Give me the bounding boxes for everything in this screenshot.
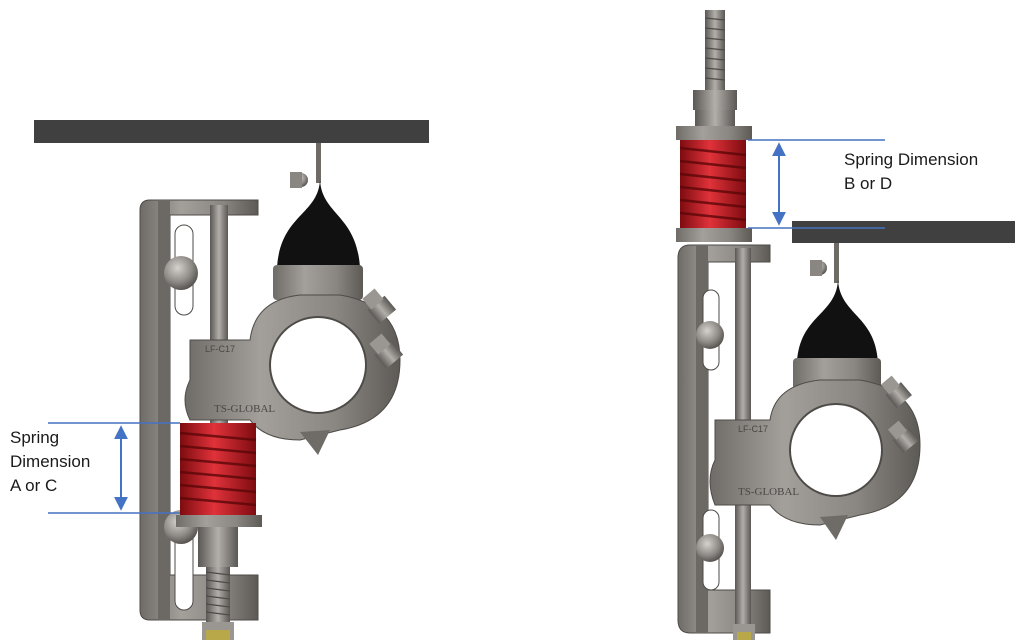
left-engraving-code: LF-C17 xyxy=(205,344,235,354)
right-bottom-washer xyxy=(676,228,752,242)
dimension-a-marker xyxy=(48,422,180,514)
left-fuse xyxy=(277,180,360,268)
right-assembly: LF-C17 TS-GLOBAL xyxy=(676,10,1015,640)
left-spring xyxy=(179,423,257,515)
right-engraving-brand: TS-GLOBAL xyxy=(738,486,799,498)
left-assembly: LF-C17 TS-GLOBAL xyxy=(34,120,429,640)
right-nut-1 xyxy=(693,90,737,110)
left-nut-2 xyxy=(198,547,238,567)
right-pipe-clamp: LF-C17 TS-GLOBAL xyxy=(709,375,921,540)
label-b-line-1: Spring Dimension xyxy=(844,150,979,169)
dimension-b-marker xyxy=(748,139,885,229)
left-lug-bracket xyxy=(290,143,321,188)
right-engraving-code: LF-C17 xyxy=(738,424,768,434)
right-nut-2 xyxy=(695,110,735,126)
spring-dimension-b-label: Spring Dimension B or D xyxy=(844,148,978,196)
right-top-thread xyxy=(704,10,726,92)
right-fuse xyxy=(797,280,878,362)
left-ball-top xyxy=(164,256,198,290)
right-ball-bottom xyxy=(696,534,724,562)
right-spring xyxy=(679,140,747,228)
left-pipe-clamp: LF-C17 TS-GLOBAL xyxy=(184,288,404,455)
spring-dimension-a-label: Spring Dimension A or C xyxy=(10,426,90,498)
label-a-line-2: Dimension xyxy=(10,452,91,471)
label-a-line-3: A or C xyxy=(10,476,58,495)
right-lug-bracket xyxy=(810,243,839,283)
right-ball-top xyxy=(696,321,724,349)
right-ceiling-beam xyxy=(792,221,1015,243)
left-ceiling-beam xyxy=(34,120,429,143)
right-top-washer xyxy=(676,126,752,140)
label-b-line-2: B or D xyxy=(844,174,893,193)
left-thread xyxy=(202,567,234,640)
label-a-line-1: Spring xyxy=(10,428,60,447)
left-engraving-brand: TS-GLOBAL xyxy=(214,403,275,415)
left-nut-1 xyxy=(198,527,238,547)
left-washer xyxy=(176,515,262,527)
left-fuse-holder xyxy=(273,265,363,300)
